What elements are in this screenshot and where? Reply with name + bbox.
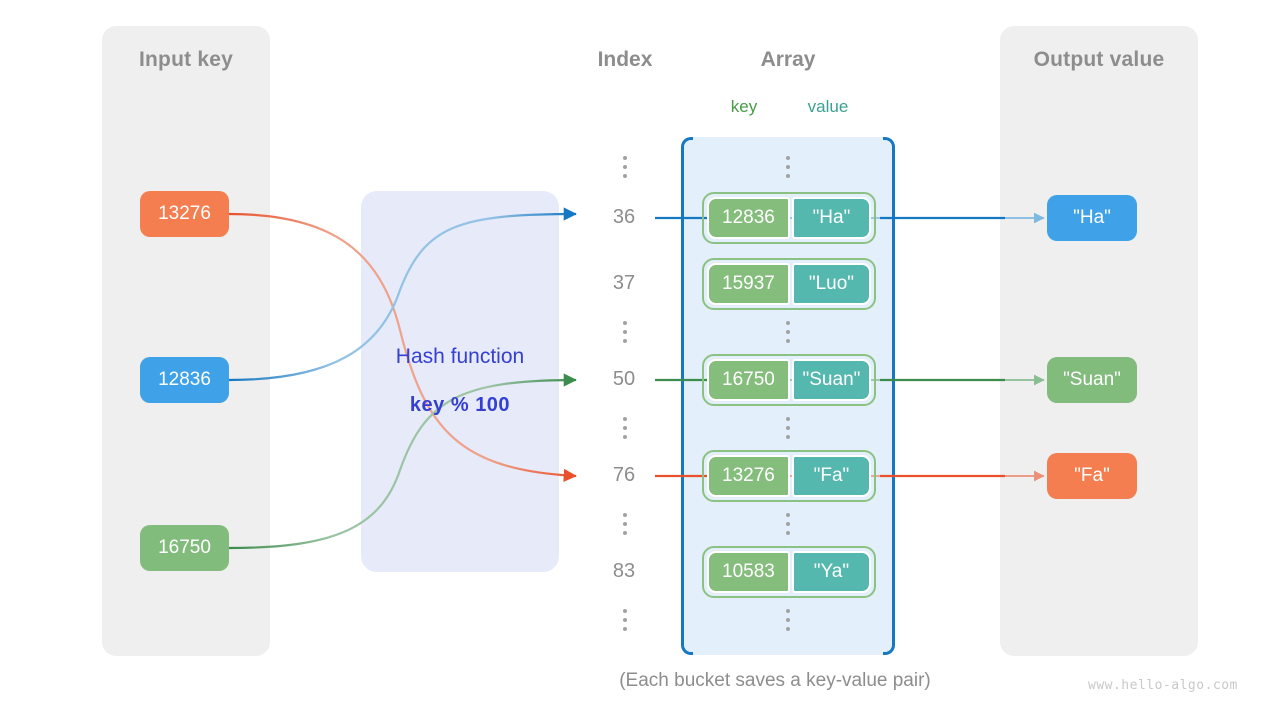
bucket-key-37: 15937 [707,263,790,305]
output-value-panel-title: Output value [1033,48,1165,71]
output-value-pill-ha[interactable]: "Ha" [1047,195,1137,241]
array-column-heading: Array [760,48,816,71]
index-ellipsis-top [622,156,627,178]
output-value-pill-fa[interactable]: "Fa" [1047,453,1137,499]
bucket-value-83: "Ya" [791,551,871,593]
index-label-83: 83 [612,560,636,582]
index-ellipsis-4 [622,513,627,535]
hash-function-box [361,191,559,572]
value-sub-heading: value [807,97,849,116]
array-bracket-left [681,137,693,655]
input-key-panel-title: Input key [139,48,233,71]
bucket-row-37[interactable]: 15937 "Luo" [702,258,876,310]
key-sub-heading: key [730,97,758,116]
array-bracket-right [883,137,895,655]
bucket-key-83: 10583 [707,551,790,593]
output-value-pill-suan[interactable]: "Suan" [1047,357,1137,403]
index-column-heading: Index [597,48,653,71]
site-watermark: www.hello-algo.com [1088,678,1238,693]
index-ellipsis-3 [622,417,627,439]
hash-function-name: Hash function [395,345,525,368]
index-label-36: 36 [612,206,636,228]
input-key-pill-12836[interactable]: 12836 [140,357,229,403]
array-ellipsis-bottom [785,609,790,631]
array-ellipsis-top [785,156,790,178]
diagram-caption: (Each bucket saves a key-value pair) [619,670,931,691]
index-ellipsis-2 [622,321,627,343]
bucket-value-76: "Fa" [791,455,871,497]
bucket-value-50: "Suan" [791,359,871,401]
hash-function-expression: key % 100 [409,394,511,416]
array-ellipsis-4 [785,513,790,535]
bucket-row-76[interactable]: 13276 "Fa" [702,450,876,502]
input-key-pill-16750[interactable]: 16750 [140,525,229,571]
index-label-50: 50 [612,368,636,390]
array-ellipsis-3 [785,417,790,439]
index-label-76: 76 [612,464,636,486]
bucket-row-50[interactable]: 16750 "Suan" [702,354,876,406]
output-value-panel [1000,26,1198,656]
bucket-key-76: 13276 [707,455,790,497]
index-label-37: 37 [612,272,636,294]
bucket-key-36: 12836 [707,197,790,239]
bucket-key-50: 16750 [707,359,790,401]
array-ellipsis-2 [785,321,790,343]
bucket-value-37: "Luo" [791,263,871,305]
bucket-row-36[interactable]: 12836 "Ha" [702,192,876,244]
input-key-pill-13276[interactable]: 13276 [140,191,229,237]
bucket-value-36: "Ha" [791,197,871,239]
bucket-row-83[interactable]: 10583 "Ya" [702,546,876,598]
index-ellipsis-bottom [622,609,627,631]
